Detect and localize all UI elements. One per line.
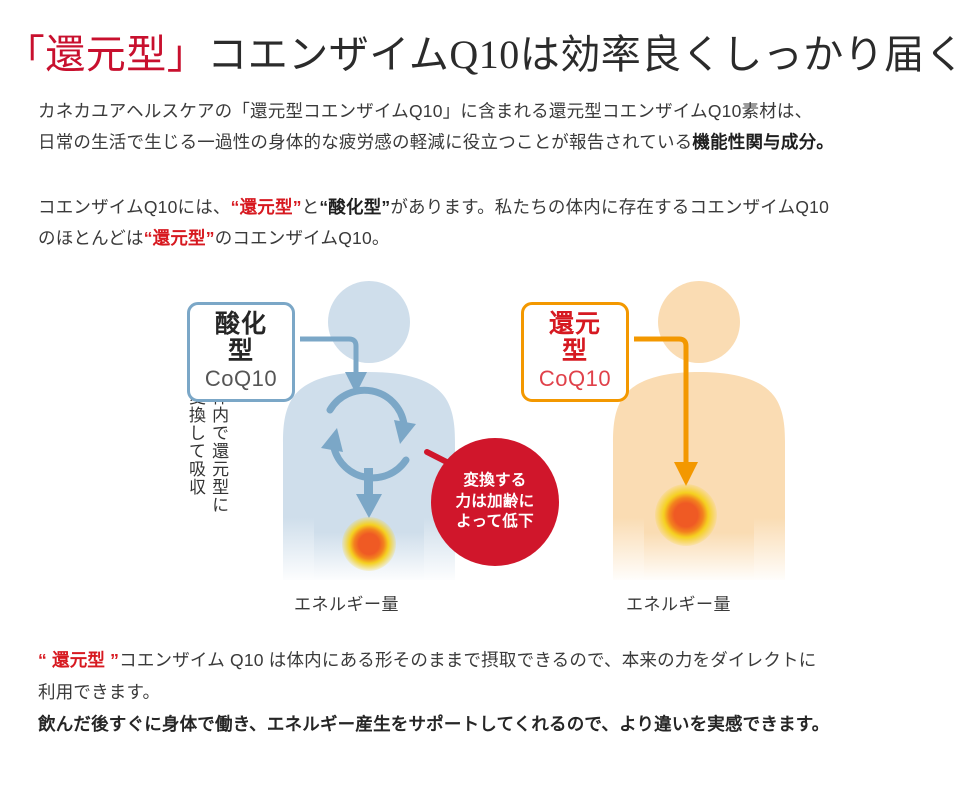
types-paragraph-line-2: のほとんどは“還元型”のコエンザイムQ10。 bbox=[38, 223, 938, 254]
reduced-label-main: 還元型 bbox=[548, 310, 601, 365]
conversion-note-column-1: 体内で還元型に bbox=[209, 388, 229, 514]
aging-decline-callout: 変換する 力は加齢に よって低下 bbox=[431, 438, 559, 566]
reduced-connector-arrowhead bbox=[674, 462, 698, 486]
types-paragraph-line-1: コエンザイムQ10には、“還元型”と“酸化型”があります。私たちの体内に存在する… bbox=[38, 192, 938, 223]
reduced-label-sub: CoQ10 bbox=[538, 366, 612, 391]
oxidized-label-main: 酸化型 bbox=[214, 310, 267, 365]
page-title-rest: コエンザイムQ10は効率良くしっかり届く bbox=[207, 32, 966, 77]
conversion-note-column-2: 変換して吸収 bbox=[186, 388, 206, 496]
types-seg-reduced: “還元型” bbox=[230, 197, 302, 217]
types-seg-5: があります。私たちの体内に存在するコエンザイムQ10 bbox=[390, 197, 830, 217]
oxidized-energy-arrow bbox=[356, 468, 382, 518]
intro-paragraph-line-2-text: 日常の生活で生じる一過性の身体的な疲労感の軽減に役立つことが報告されている bbox=[38, 132, 693, 152]
types-line2-reduced: “還元型” bbox=[143, 228, 215, 248]
types-line2-a: のほとんどは bbox=[38, 228, 144, 248]
types-paragraph: コエンザイムQ10には、“還元型”と“酸化型”があります。私たちの体内に存在する… bbox=[38, 192, 938, 254]
page-title: 「還元型」コエンザイムQ10は効率良くしっかり届く bbox=[0, 22, 970, 80]
types-seg-1: コエンザイムQ10には、 bbox=[38, 197, 231, 217]
oxidized-label-sub: CoQ10 bbox=[204, 366, 278, 391]
oxidized-energy-glow bbox=[342, 517, 396, 571]
conclusion-line-3: 飲んだ後すぐに身体で働き、エネルギー産生をサポートしてくれるので、より違いを実感… bbox=[38, 714, 830, 734]
conclusion-line-2: 利用できます。 bbox=[38, 682, 161, 702]
conclusion-line-1: “ 還元型 ”コエンザイム Q10 は体内にある形そのままで摂取できるので、本来… bbox=[38, 644, 938, 676]
callout-line-3: よって低下 bbox=[456, 513, 534, 531]
reduced-energy-caption: エネルギー量 bbox=[626, 595, 731, 614]
types-line2-b: のコエンザイムQ10。 bbox=[214, 228, 390, 248]
intro-paragraph: カネカユアヘルスケアの「還元型コエンザイムQ10」に含まれる還元型コエンザイムQ… bbox=[38, 96, 938, 158]
conversion-vertical-note: 体内で還元型に 変換して吸収 bbox=[186, 388, 228, 514]
oxidized-label-box[interactable]: 酸化型 CoQ10 bbox=[187, 302, 295, 402]
page-title-accent: 「還元型」 bbox=[4, 32, 208, 77]
callout-line-2: 力は加齢に bbox=[455, 492, 535, 510]
oxidized-connector-arrowhead bbox=[345, 372, 367, 394]
functional-ingredient-emphasis: 機能性関与成分。 bbox=[692, 132, 834, 152]
reduced-energy-glow bbox=[655, 484, 717, 546]
types-seg-3: と bbox=[301, 197, 320, 217]
oxidized-body-head bbox=[328, 281, 410, 363]
conclusion-reduced-emphasis: “ 還元型 ” bbox=[38, 650, 120, 670]
conclusion-text: “ 還元型 ”コエンザイム Q10 は体内にある形そのままで摂取できるので、本来… bbox=[38, 644, 938, 740]
reduced-connector-line bbox=[634, 336, 689, 464]
intro-paragraph-line-2: 日常の生活で生じる一過性の身体的な疲労感の軽減に役立つことが報告されている機能性… bbox=[38, 127, 938, 158]
intro-paragraph-line-1: カネカユアヘルスケアの「還元型コエンザイムQ10」に含まれる還元型コエンザイムQ… bbox=[38, 101, 813, 121]
coq10-comparison-diagram bbox=[0, 272, 970, 622]
reduced-label-box[interactable]: 還元型 CoQ10 bbox=[521, 302, 629, 402]
callout-line-1: 変換する bbox=[463, 472, 527, 490]
oxidized-energy-caption: エネルギー量 bbox=[294, 595, 399, 614]
oxidized-connector-line bbox=[300, 336, 359, 372]
conclusion-line-1-rest: コエンザイム Q10 は体内にある形そのままで摂取できるので、本来の力をダイレク… bbox=[119, 650, 817, 670]
reduced-body-head bbox=[658, 281, 740, 363]
types-seg-oxidized: “酸化型” bbox=[319, 197, 391, 217]
